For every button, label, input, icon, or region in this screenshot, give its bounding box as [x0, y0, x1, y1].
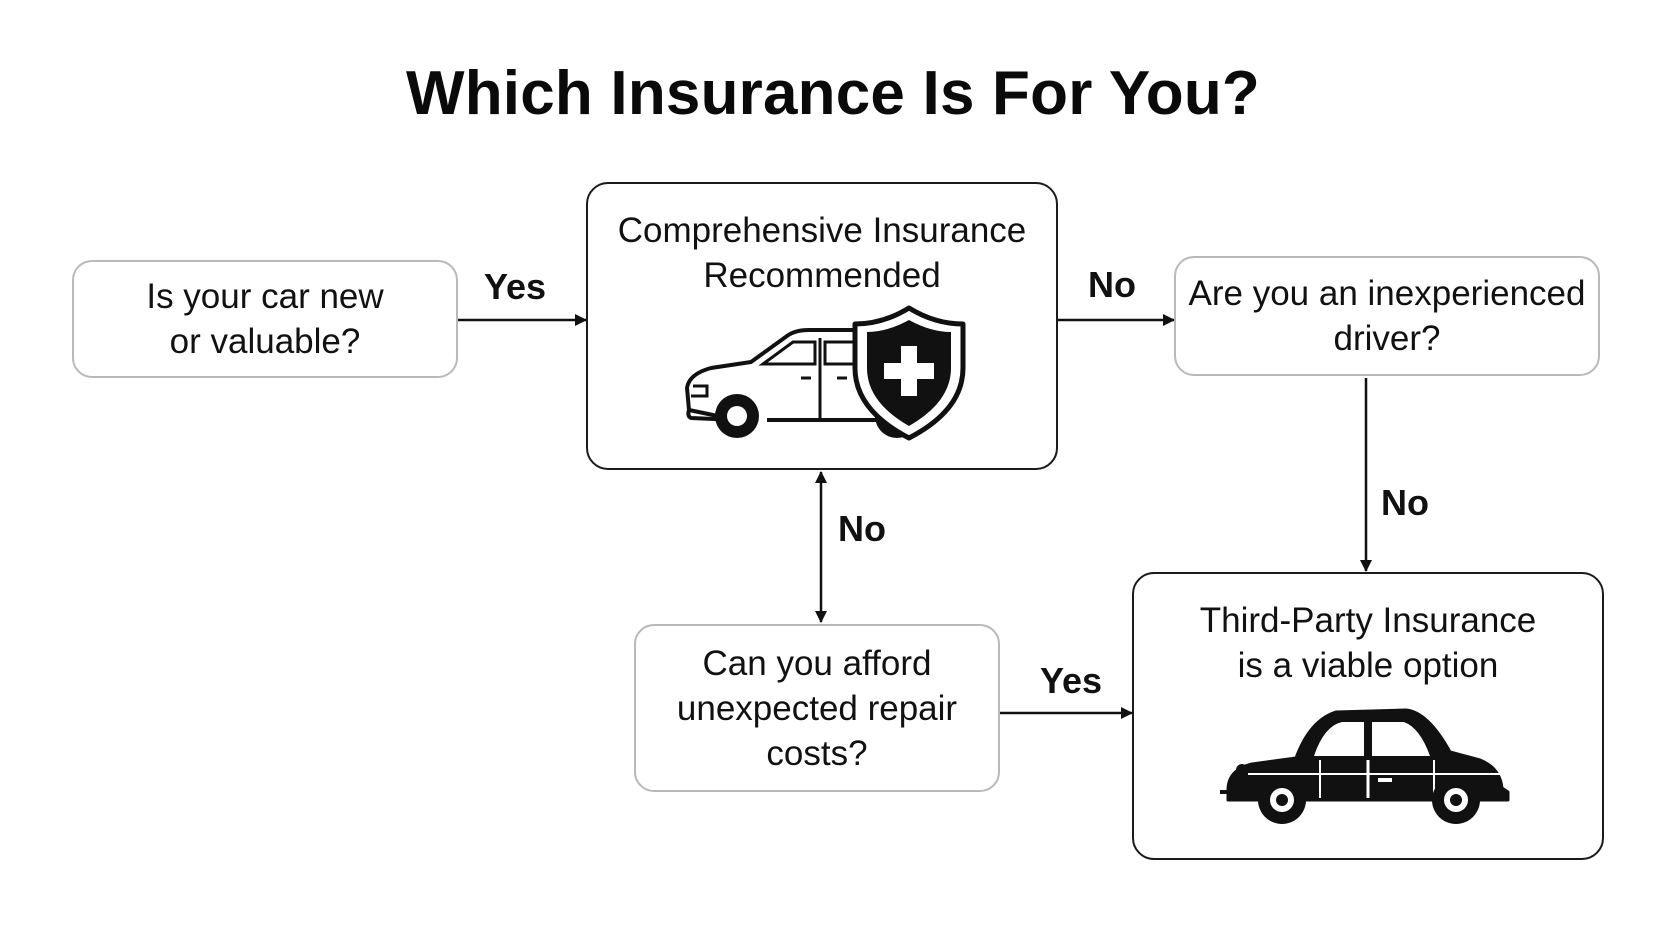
node-afford-repair-line-1: Can you afford: [702, 643, 932, 683]
node-afford-repair: Can you afford unexpected repair costs?: [634, 624, 1000, 792]
node-afford-repair-line-3: costs?: [766, 733, 868, 773]
node-third-party: Third-Party Insurance is a viable option: [1132, 572, 1604, 860]
edge-label-yes-car-new: Yes: [484, 266, 547, 307]
page-title: Which Insurance Is For You?: [406, 59, 1260, 128]
node-third-party-line-1: Third-Party Insurance: [1199, 601, 1537, 640]
node-afford-repair-line-2: unexpected repair: [676, 688, 958, 728]
node-third-party-line-2: is a viable option: [1237, 646, 1499, 685]
node-car-new-line-2: or valuable?: [169, 322, 361, 361]
node-inexperienced-line-2: driver?: [1333, 319, 1441, 358]
car-with-shield-icon: [685, 305, 966, 441]
node-inexperienced: Are you an inexperienced driver?: [1174, 256, 1600, 376]
node-car-new: Is your car new or valuable?: [72, 260, 458, 378]
node-comprehensive: Comprehensive Insurance Recommended: [586, 182, 1058, 470]
node-comprehensive-line-2: Recommended: [703, 256, 941, 295]
node-car-new-line-1: Is your car new: [146, 277, 384, 316]
classic-car-icon: [1220, 708, 1510, 824]
node-comprehensive-line-1: Comprehensive Insurance: [617, 211, 1027, 250]
edge-label-no-afford: No: [838, 508, 886, 549]
node-inexperienced-line-1: Are you an inexperienced: [1188, 274, 1586, 313]
edge-label-no-inexperienced: No: [1381, 482, 1429, 523]
edge-label-no-comprehensive: No: [1088, 264, 1136, 305]
edge-label-yes-afford: Yes: [1040, 660, 1103, 701]
